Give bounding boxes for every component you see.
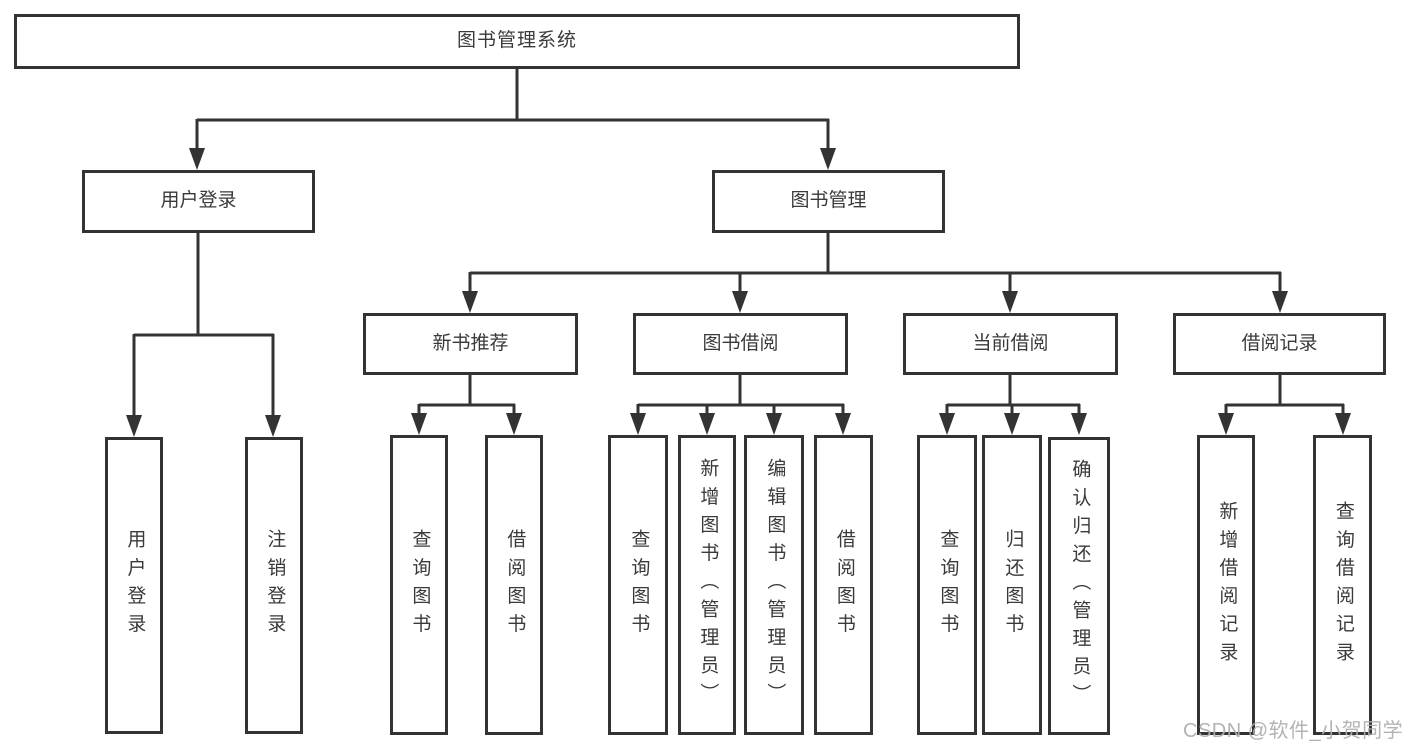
leaf-edit-books-admin: 编辑图书（管理员） bbox=[744, 435, 804, 735]
node-current-borrowing: 当前借阅 bbox=[903, 313, 1118, 375]
leaf-confirm-return-admin: 确认归还（管理员） bbox=[1048, 437, 1110, 735]
leaf-query-borrow-record: 查询借阅记录 bbox=[1313, 435, 1372, 735]
leaf-logout: 注销登录 bbox=[245, 437, 303, 734]
leaf-add-books-admin: 新增图书（管理员） bbox=[678, 435, 736, 735]
leaf-query-books-borrow: 查询图书 bbox=[608, 435, 668, 735]
node-new-book-recommend: 新书推荐 bbox=[363, 313, 578, 375]
leaf-borrow-books: 借阅图书 bbox=[814, 435, 873, 735]
node-library-management-system: 图书管理系统 bbox=[14, 14, 1020, 69]
leaf-query-books-current: 查询图书 bbox=[917, 435, 977, 735]
leaf-user-login: 用户登录 bbox=[105, 437, 163, 734]
leaf-query-books-recommend: 查询图书 bbox=[390, 435, 448, 735]
leaf-add-borrow-record: 新增借阅记录 bbox=[1197, 435, 1255, 735]
node-user-login: 用户登录 bbox=[82, 170, 315, 233]
node-book-management: 图书管理 bbox=[712, 170, 945, 233]
csdn-watermark: CSDN @软件_小贺同学 bbox=[1183, 720, 1404, 742]
node-borrowing-records: 借阅记录 bbox=[1173, 313, 1386, 375]
arrowheads bbox=[126, 148, 1351, 437]
leaf-borrow-books-recommend: 借阅图书 bbox=[485, 435, 543, 735]
node-book-borrowing: 图书借阅 bbox=[633, 313, 848, 375]
leaf-return-books: 归还图书 bbox=[982, 435, 1042, 735]
